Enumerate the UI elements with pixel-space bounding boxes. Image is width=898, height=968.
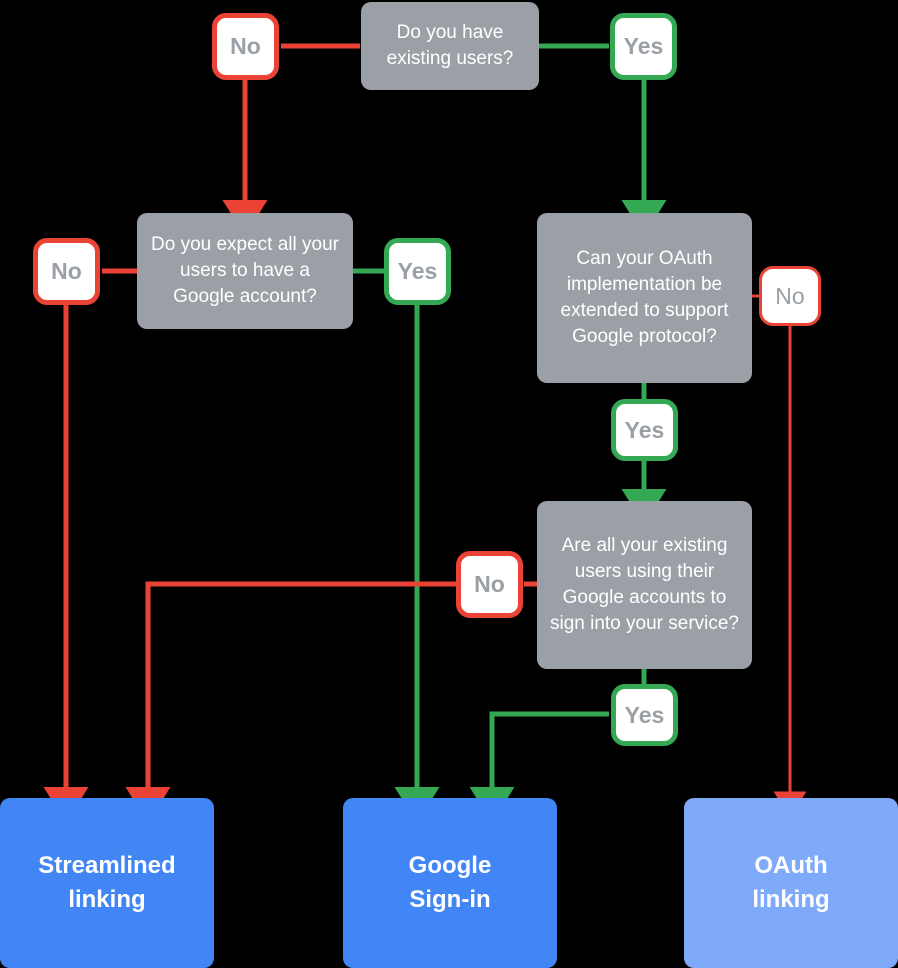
outcome-label-line2: Sign-in <box>409 886 491 913</box>
outcome-label-line2: linking <box>68 886 146 913</box>
question-text: Can your OAuth implementation be extende… <box>560 248 729 347</box>
edge-q4-yes-to-google-signin <box>469 711 609 823</box>
outcome-label-line2: linking <box>752 886 830 913</box>
question-node-existing-users[interactable]: Do you have existing users? <box>361 2 539 90</box>
outcome-label-line1: OAuth <box>754 852 828 879</box>
question-text: Do you expect all your users to have a G… <box>151 234 339 307</box>
outcome-label: OAuth linking <box>752 849 829 917</box>
branch-pill-label: Yes <box>623 33 664 59</box>
edge-q4-no-to-streamlined <box>125 581 456 823</box>
question-text: Are all your existing users using their … <box>549 535 740 634</box>
branch-pill-q4-no[interactable]: No <box>456 551 523 618</box>
branch-pill-q1-no[interactable]: No <box>212 13 279 80</box>
outcome-node-google-signin[interactable]: Google Sign-in <box>343 798 557 968</box>
question-node-google-account[interactable]: Do you expect all your users to have a G… <box>137 213 353 329</box>
branch-pill-label: Yes <box>397 258 438 284</box>
branch-pill-q3-yes[interactable]: Yes <box>611 399 678 461</box>
question-text: Do you have existing users? <box>386 22 514 69</box>
outcome-node-streamlined-linking[interactable]: Streamlined linking <box>0 798 214 968</box>
question-node-users-google-accounts[interactable]: Are all your existing users using their … <box>537 501 752 669</box>
branch-pill-q2-no[interactable]: No <box>33 238 100 305</box>
branch-pill-label: No <box>51 258 82 284</box>
question-node-oauth-extendable[interactable]: Can your OAuth implementation be extende… <box>537 213 752 383</box>
branch-pill-q1-yes[interactable]: Yes <box>610 13 677 80</box>
branch-pill-label: No <box>230 33 261 59</box>
branch-pill-label: No <box>474 571 505 597</box>
outcome-label: Streamlined linking <box>38 849 175 917</box>
branch-pill-q4-yes[interactable]: Yes <box>611 684 678 746</box>
branch-pill-label: Yes <box>624 416 665 443</box>
branch-pill-label: Yes <box>624 701 665 728</box>
outcome-node-oauth-linking[interactable]: OAuth linking <box>684 798 898 968</box>
branch-pill-q2-yes[interactable]: Yes <box>384 238 451 305</box>
branch-pill-q3-no[interactable]: No <box>759 266 821 326</box>
outcome-label-line1: Google <box>408 852 492 879</box>
branch-pill-label: No <box>775 282 805 309</box>
outcome-label-line1: Streamlined <box>38 852 176 879</box>
outcome-label: Google Sign-in <box>409 849 492 917</box>
